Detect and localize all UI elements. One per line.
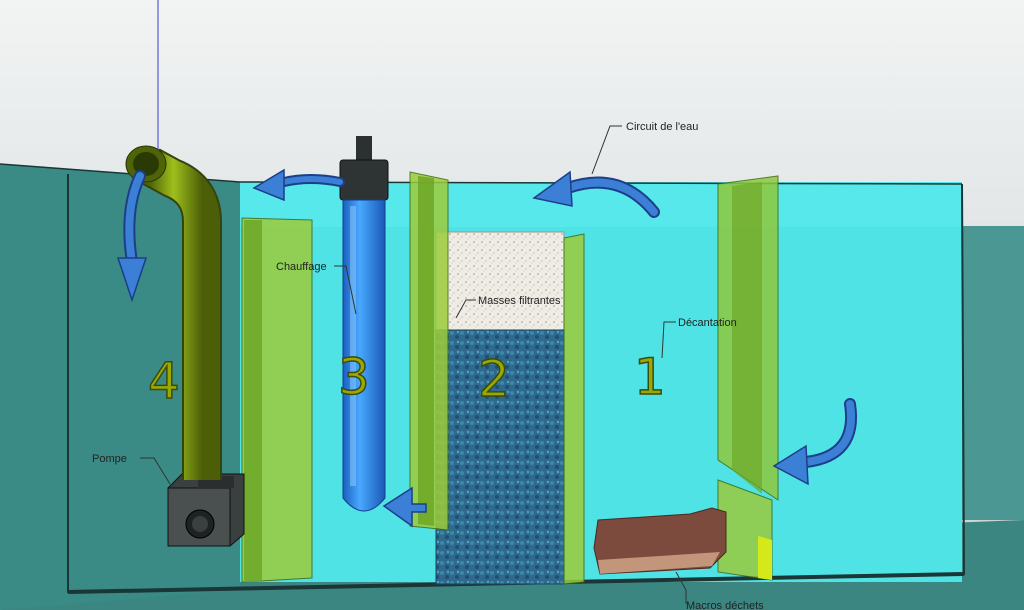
arrow-2-3	[382, 486, 427, 528]
arrow-head-outflow	[116, 257, 148, 303]
compartment-number-2: 2	[478, 350, 510, 408]
compartment-number-1: 1	[634, 348, 666, 406]
label-masses: Masses filtrantes	[478, 295, 561, 307]
heater-cap	[339, 159, 389, 201]
filter-media-bottom	[435, 329, 565, 585]
label-decantation: Décantation	[678, 317, 737, 329]
label-chauffage: Chauffage	[276, 261, 327, 273]
compartment-number-4: 4	[148, 352, 180, 410]
filter-media-top	[435, 231, 565, 331]
arrow-head-circuit	[532, 170, 573, 207]
flow-arrows	[116, 168, 857, 528]
compartment-number-3: 3	[338, 348, 370, 406]
label-circuit: Circuit de l'eau	[626, 121, 698, 133]
tank-right-side	[962, 226, 1024, 520]
label-macros: Macros déchets	[686, 600, 764, 610]
heater-cap-stem	[356, 136, 372, 164]
arrow-head-decantation	[772, 444, 809, 486]
leader-lines	[140, 125, 687, 604]
arrow-head-3-4	[252, 168, 285, 202]
pipe	[141, 150, 220, 480]
baffle-2	[563, 233, 585, 585]
label-pompe: Pompe	[92, 453, 127, 465]
